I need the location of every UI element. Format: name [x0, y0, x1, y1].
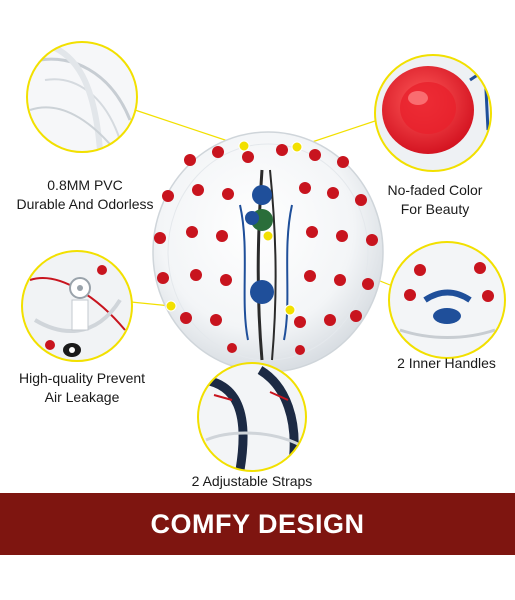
detail-pvc-material	[26, 41, 138, 153]
feature-label-pvc: 0.8MM PVC Durable And Odorless	[10, 176, 160, 214]
feature-color-line2: For Beauty	[400, 201, 470, 217]
feature-color-line1: No-faded Color	[387, 182, 483, 198]
feature-label-straps: 2 Adjustable Straps	[172, 472, 332, 491]
detail-air-leakage	[21, 250, 133, 362]
callout-points	[165, 140, 303, 316]
feature-label-handles: 2 Inner Handles	[384, 354, 509, 373]
detail-inner-handles	[388, 241, 506, 359]
banner: COMFY DESIGN	[0, 493, 515, 555]
feature-leakage-line2: Air Leakage	[44, 389, 120, 405]
detail-adjustable-straps	[197, 362, 307, 472]
banner-title: COMFY DESIGN	[150, 508, 365, 539]
feature-straps-line1: 2 Adjustable Straps	[191, 473, 313, 489]
detail-color	[374, 54, 492, 172]
feature-handles-line1: 2 Inner Handles	[397, 355, 496, 371]
feature-pvc-line2: Durable And Odorless	[16, 196, 154, 212]
inner-harness	[239, 169, 293, 361]
feature-label-leakage: High-quality Prevent Air Leakage	[2, 369, 162, 407]
red-dots	[154, 144, 378, 355]
bumper-ball	[152, 131, 384, 373]
feature-leakage-line1: High-quality Prevent	[18, 370, 146, 386]
feature-pvc-line1: 0.8MM PVC	[47, 177, 123, 193]
feature-label-color: No-faded Color For Beauty	[370, 181, 500, 219]
